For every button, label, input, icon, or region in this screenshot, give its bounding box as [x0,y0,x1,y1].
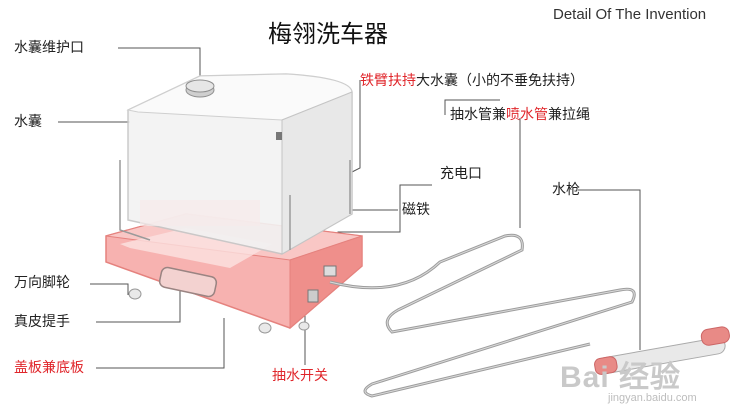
label-hose-a: 抽水管兼 [450,107,506,123]
switch-graphic [307,289,319,303]
label-bladder: 水囊 [14,114,42,130]
leader-iron-arm [351,80,361,173]
leader-bladder-guard [118,47,201,82]
label-iron-arm-red: 铁臂扶持 [360,73,416,89]
label-handle: 真皮提手 [14,314,70,330]
watermark-logo: Bai 经验 [560,361,682,394]
label-pump-switch: 抽水开关 [272,368,328,384]
label-iron-arm: 铁臂扶持大水囊（小的不垂免扶持） [360,73,584,89]
label-bladder-guard: 水囊维护口 [14,40,84,56]
leader-hose-a [444,99,500,115]
label-cover-base: 盖板兼底板 [14,360,84,376]
charge-port-graphic [323,265,337,277]
leader-caster [90,283,129,295]
label-caster: 万向脚轮 [14,275,70,291]
casters [128,288,310,334]
leader-handle [96,288,181,323]
label-charge-port: 充电口 [440,166,482,182]
label-magnet: 磁铁 [402,202,430,218]
page-title: 梅翎洗车器 [268,20,388,48]
label-hose-b: 兼拉绳 [548,107,590,123]
bladder-box [126,73,353,255]
label-hose: 抽水管兼喷水管兼拉绳 [450,107,590,123]
iron-arms [119,160,351,250]
handle-graphic [158,266,218,298]
water-gun [594,326,730,375]
label-hose-red: 喷水管 [506,107,548,123]
label-water-gun: 水枪 [552,182,580,198]
label-iron-arm-rest: 大水囊（小的不垂免扶持） [416,73,584,89]
watermark-url: jingyan.baidu.com [608,392,697,404]
leader-cover-base [96,318,225,369]
hose-highlight [329,234,635,397]
page-subtitle: Detail Of The Invention [553,6,707,23]
leader-gun [578,189,641,350]
